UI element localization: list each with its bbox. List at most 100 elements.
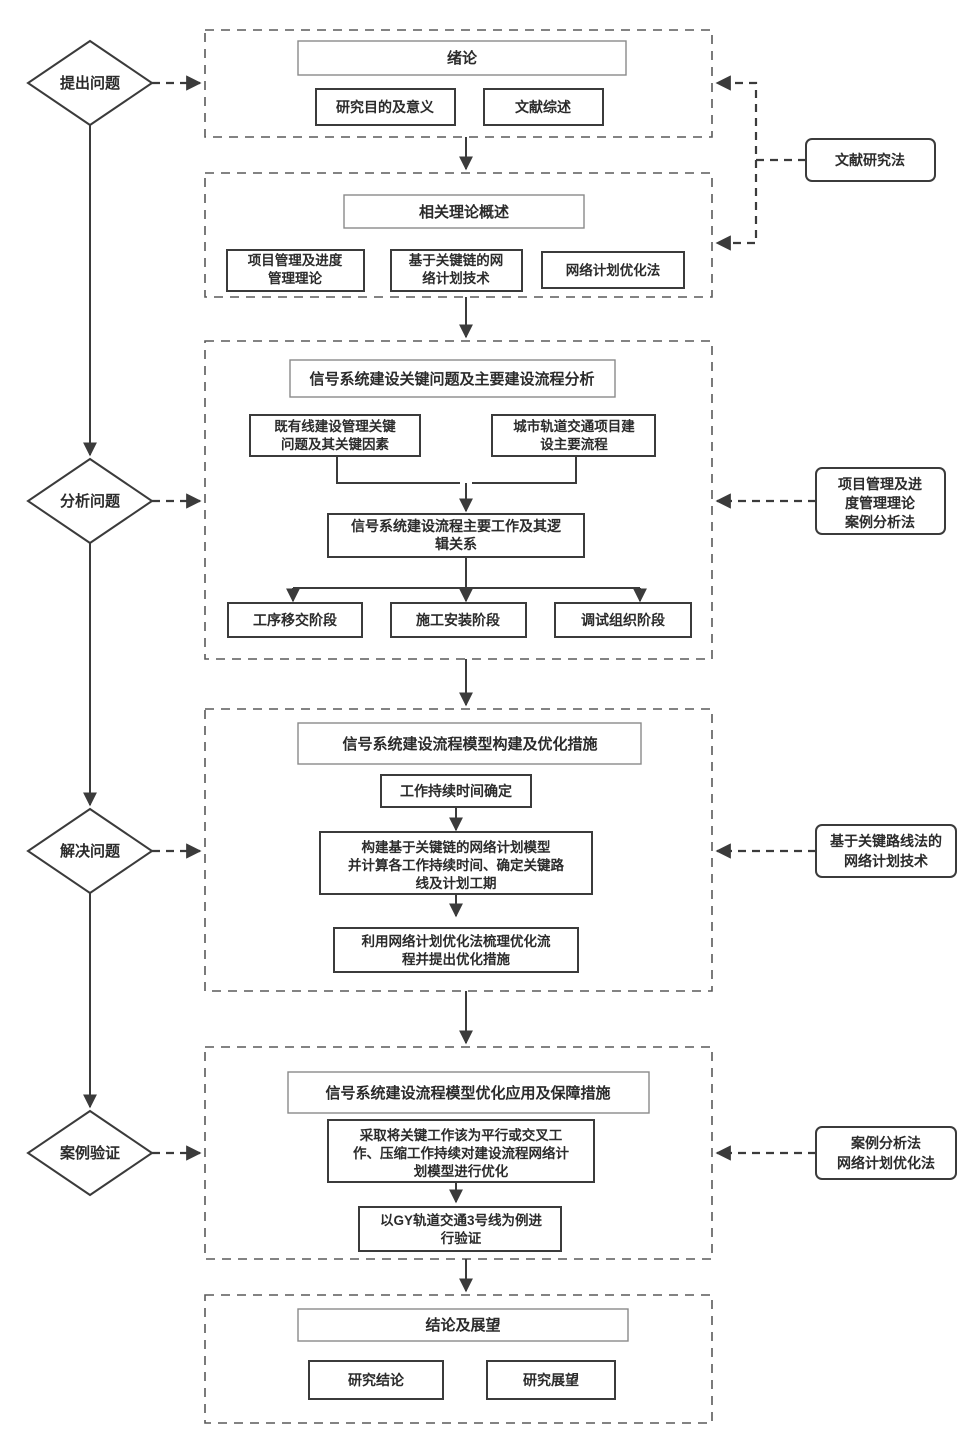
- group-header-intro-rect[interactable]: [297, 40, 627, 76]
- group-intro-nodes: 绪论 研究目的及意义 文献综述: [297, 40, 627, 126]
- group-header-model-label: 信号系统建设流程模型构建及优化措施: [342, 735, 597, 753]
- node-apply-1-rect[interactable]: [358, 1206, 562, 1252]
- group-header-model-rect[interactable]: [297, 722, 642, 765]
- method-connectors: [715, 75, 816, 1161]
- stage-label-1: 提出问题: [60, 74, 121, 92]
- node-analysis-1-line-1: 设主要流程: [540, 436, 608, 452]
- group-conclusion-nodes: 结论及展望 研究结论 研究展望: [297, 1308, 629, 1400]
- stage-label-4: 案例验证: [59, 1144, 120, 1162]
- stage-labels: 提出问题 分析问题 解决问题 案例验证: [59, 74, 121, 1162]
- node-model-1-line-2: 线及计划工期: [416, 875, 497, 891]
- group-header-analysis-label: 信号系统建设关键问题及主要建设流程分析: [309, 370, 594, 388]
- node-theory-1-rect[interactable]: [390, 249, 523, 292]
- group-container-analysis: [204, 340, 713, 660]
- node-analysis-5-rect[interactable]: [554, 602, 692, 638]
- group-header-analysis-rect[interactable]: [289, 359, 616, 398]
- group-theory-nodes: 相关理论概述 项目管理及进度 管理理论 基于关键链的网 络计划技术 网络计划优化…: [226, 194, 685, 292]
- node-analysis-1-line-0: 城市轨道交通项目建: [513, 418, 635, 434]
- group-analysis-nodes: 信号系统建设关键问题及主要建设流程分析 既有线建设管理关键 问题及其关键因素 城…: [227, 359, 692, 638]
- stage-diamonds: [26, 39, 154, 1197]
- node-theory-2-rect[interactable]: [541, 251, 685, 289]
- node-model-2-line-1: 程并提出优化措施: [402, 951, 510, 967]
- group-header-apply-label: 信号系统建设流程模型优化应用及保障措施: [325, 1084, 610, 1102]
- node-theory-1-line-0: 基于关键链的网: [409, 252, 504, 268]
- method-box-3[interactable]: 基于关键路线法的 网络计划技术: [815, 824, 957, 878]
- node-apply-0-line-2: 划模型进行优化: [414, 1163, 509, 1179]
- node-model-2-line-0: 利用网络计划优化法梳理优化流: [362, 933, 551, 949]
- group-container-intro: [204, 29, 713, 138]
- node-apply-1-line-1: 行验证: [440, 1230, 482, 1246]
- node-model-1-line-0: 构建基于关键链的网络计划模型: [362, 839, 551, 855]
- group-header-theory-rect[interactable]: [343, 194, 585, 229]
- method-box-2-line-0: 项目管理及进: [838, 476, 922, 492]
- method-box-4-rect[interactable]: [815, 1126, 957, 1180]
- stage-label-3: 解决问题: [60, 842, 121, 860]
- node-theory-2-line-0: 网络计划优化法: [566, 262, 661, 278]
- group-header-apply-rect[interactable]: [287, 1071, 650, 1114]
- dashed-group-containers: [204, 29, 713, 1424]
- group-container-model: [204, 708, 713, 992]
- node-analysis-3-line-0: 工序移交阶段: [253, 612, 337, 628]
- node-theory-1-line-1: 络计划技术: [422, 270, 490, 286]
- node-conclusion-1-rect[interactable]: [486, 1360, 616, 1400]
- node-theory-0-rect[interactable]: [226, 249, 365, 292]
- node-analysis-4-rect[interactable]: [390, 602, 527, 638]
- group-apply-nodes: 信号系统建设流程模型优化应用及保障措施 采取将关键工作该为平行或交叉工 作、压缩…: [287, 1071, 650, 1252]
- internal-connectors-analysis: [286, 456, 647, 603]
- method-box-2[interactable]: 项目管理及进 度管理理论 案例分析法: [815, 467, 946, 535]
- group-header-conclusion-rect[interactable]: [297, 1308, 629, 1342]
- node-model-0-rect[interactable]: [380, 774, 532, 808]
- node-intro-1-line-0: 文献综述: [515, 99, 571, 115]
- group-container-conclusion: [204, 1294, 713, 1424]
- group-container-theory: [204, 172, 713, 298]
- method-box-3-line-1: 网络计划技术: [844, 853, 928, 869]
- node-analysis-3-rect[interactable]: [227, 602, 363, 638]
- node-theory-0-line-0: 项目管理及进度: [248, 252, 343, 268]
- method-box-1-rect[interactable]: [805, 138, 936, 182]
- node-analysis-2-line-0: 信号系统建设流程主要工作及其逻: [351, 518, 562, 534]
- method-box-4-line-1: 网络计划优化法: [837, 1155, 935, 1171]
- group-header-conclusion-label: 结论及展望: [425, 1316, 500, 1334]
- node-apply-0-line-0: 采取将关键工作该为平行或交叉工: [360, 1127, 563, 1143]
- node-analysis-2-rect[interactable]: [327, 513, 585, 558]
- method-box-1-line-0: 文献研究法: [835, 152, 905, 168]
- method-box-2-rect[interactable]: [815, 467, 946, 535]
- node-intro-0-rect[interactable]: [315, 88, 456, 126]
- node-model-0-line-0: 工作持续时间确定: [400, 783, 512, 799]
- method-box-4[interactable]: 案例分析法 网络计划优化法: [815, 1126, 957, 1180]
- node-analysis-0-line-1: 问题及其关键因素: [281, 436, 389, 452]
- node-model-1-rect[interactable]: [319, 831, 593, 895]
- method-box-2-line-2: 案例分析法: [844, 514, 915, 530]
- node-conclusion-1-line-0: 研究展望: [523, 1372, 579, 1388]
- group-header-theory-label: 相关理论概述: [419, 203, 509, 221]
- method-box-1[interactable]: 文献研究法: [805, 138, 936, 182]
- node-analysis-2-line-1: 辑关系: [435, 536, 477, 552]
- node-conclusion-0-rect[interactable]: [308, 1360, 444, 1400]
- node-analysis-0-rect[interactable]: [249, 414, 421, 457]
- method-box-4-line-0: 案例分析法: [850, 1135, 921, 1151]
- node-model-1-line-1: 并计算各工作持续时间、确定关键路: [348, 857, 564, 873]
- stage-label-2: 分析问题: [60, 492, 121, 510]
- method-box-2-line-1: 度管理理论: [845, 495, 916, 511]
- node-analysis-1-rect[interactable]: [491, 414, 656, 457]
- node-theory-0-line-1: 管理理论: [268, 270, 322, 286]
- group-header-intro-label: 绪论: [447, 49, 478, 67]
- group-model-nodes: 信号系统建设流程模型构建及优化措施 工作持续时间确定 构建基于关键链的网络计划模…: [297, 722, 642, 973]
- stage-to-group-connectors: [152, 75, 202, 1161]
- stage-diamond-4[interactable]: [26, 1109, 154, 1197]
- node-analysis-5-line-0: 调试组织阶段: [581, 612, 665, 628]
- node-apply-0-line-1: 作、压缩工作持续对建设流程网络计: [353, 1145, 569, 1161]
- node-analysis-0-line-0: 既有线建设管理关键: [274, 418, 396, 434]
- node-apply-0-rect[interactable]: [327, 1119, 595, 1183]
- node-conclusion-0-line-0: 研究结论: [348, 1372, 405, 1388]
- node-model-2-rect[interactable]: [333, 927, 579, 973]
- node-analysis-4-line-0: 施工安装阶段: [416, 612, 500, 628]
- method-box-3-rect[interactable]: [815, 824, 957, 878]
- node-intro-0-line-0: 研究目的及意义: [336, 99, 434, 115]
- node-intro-1-rect[interactable]: [483, 88, 604, 126]
- node-apply-1-line-0: 以GY轨道交通3号线为例进: [380, 1212, 543, 1228]
- method-box-3-line-0: 基于关键路线法的: [830, 833, 942, 849]
